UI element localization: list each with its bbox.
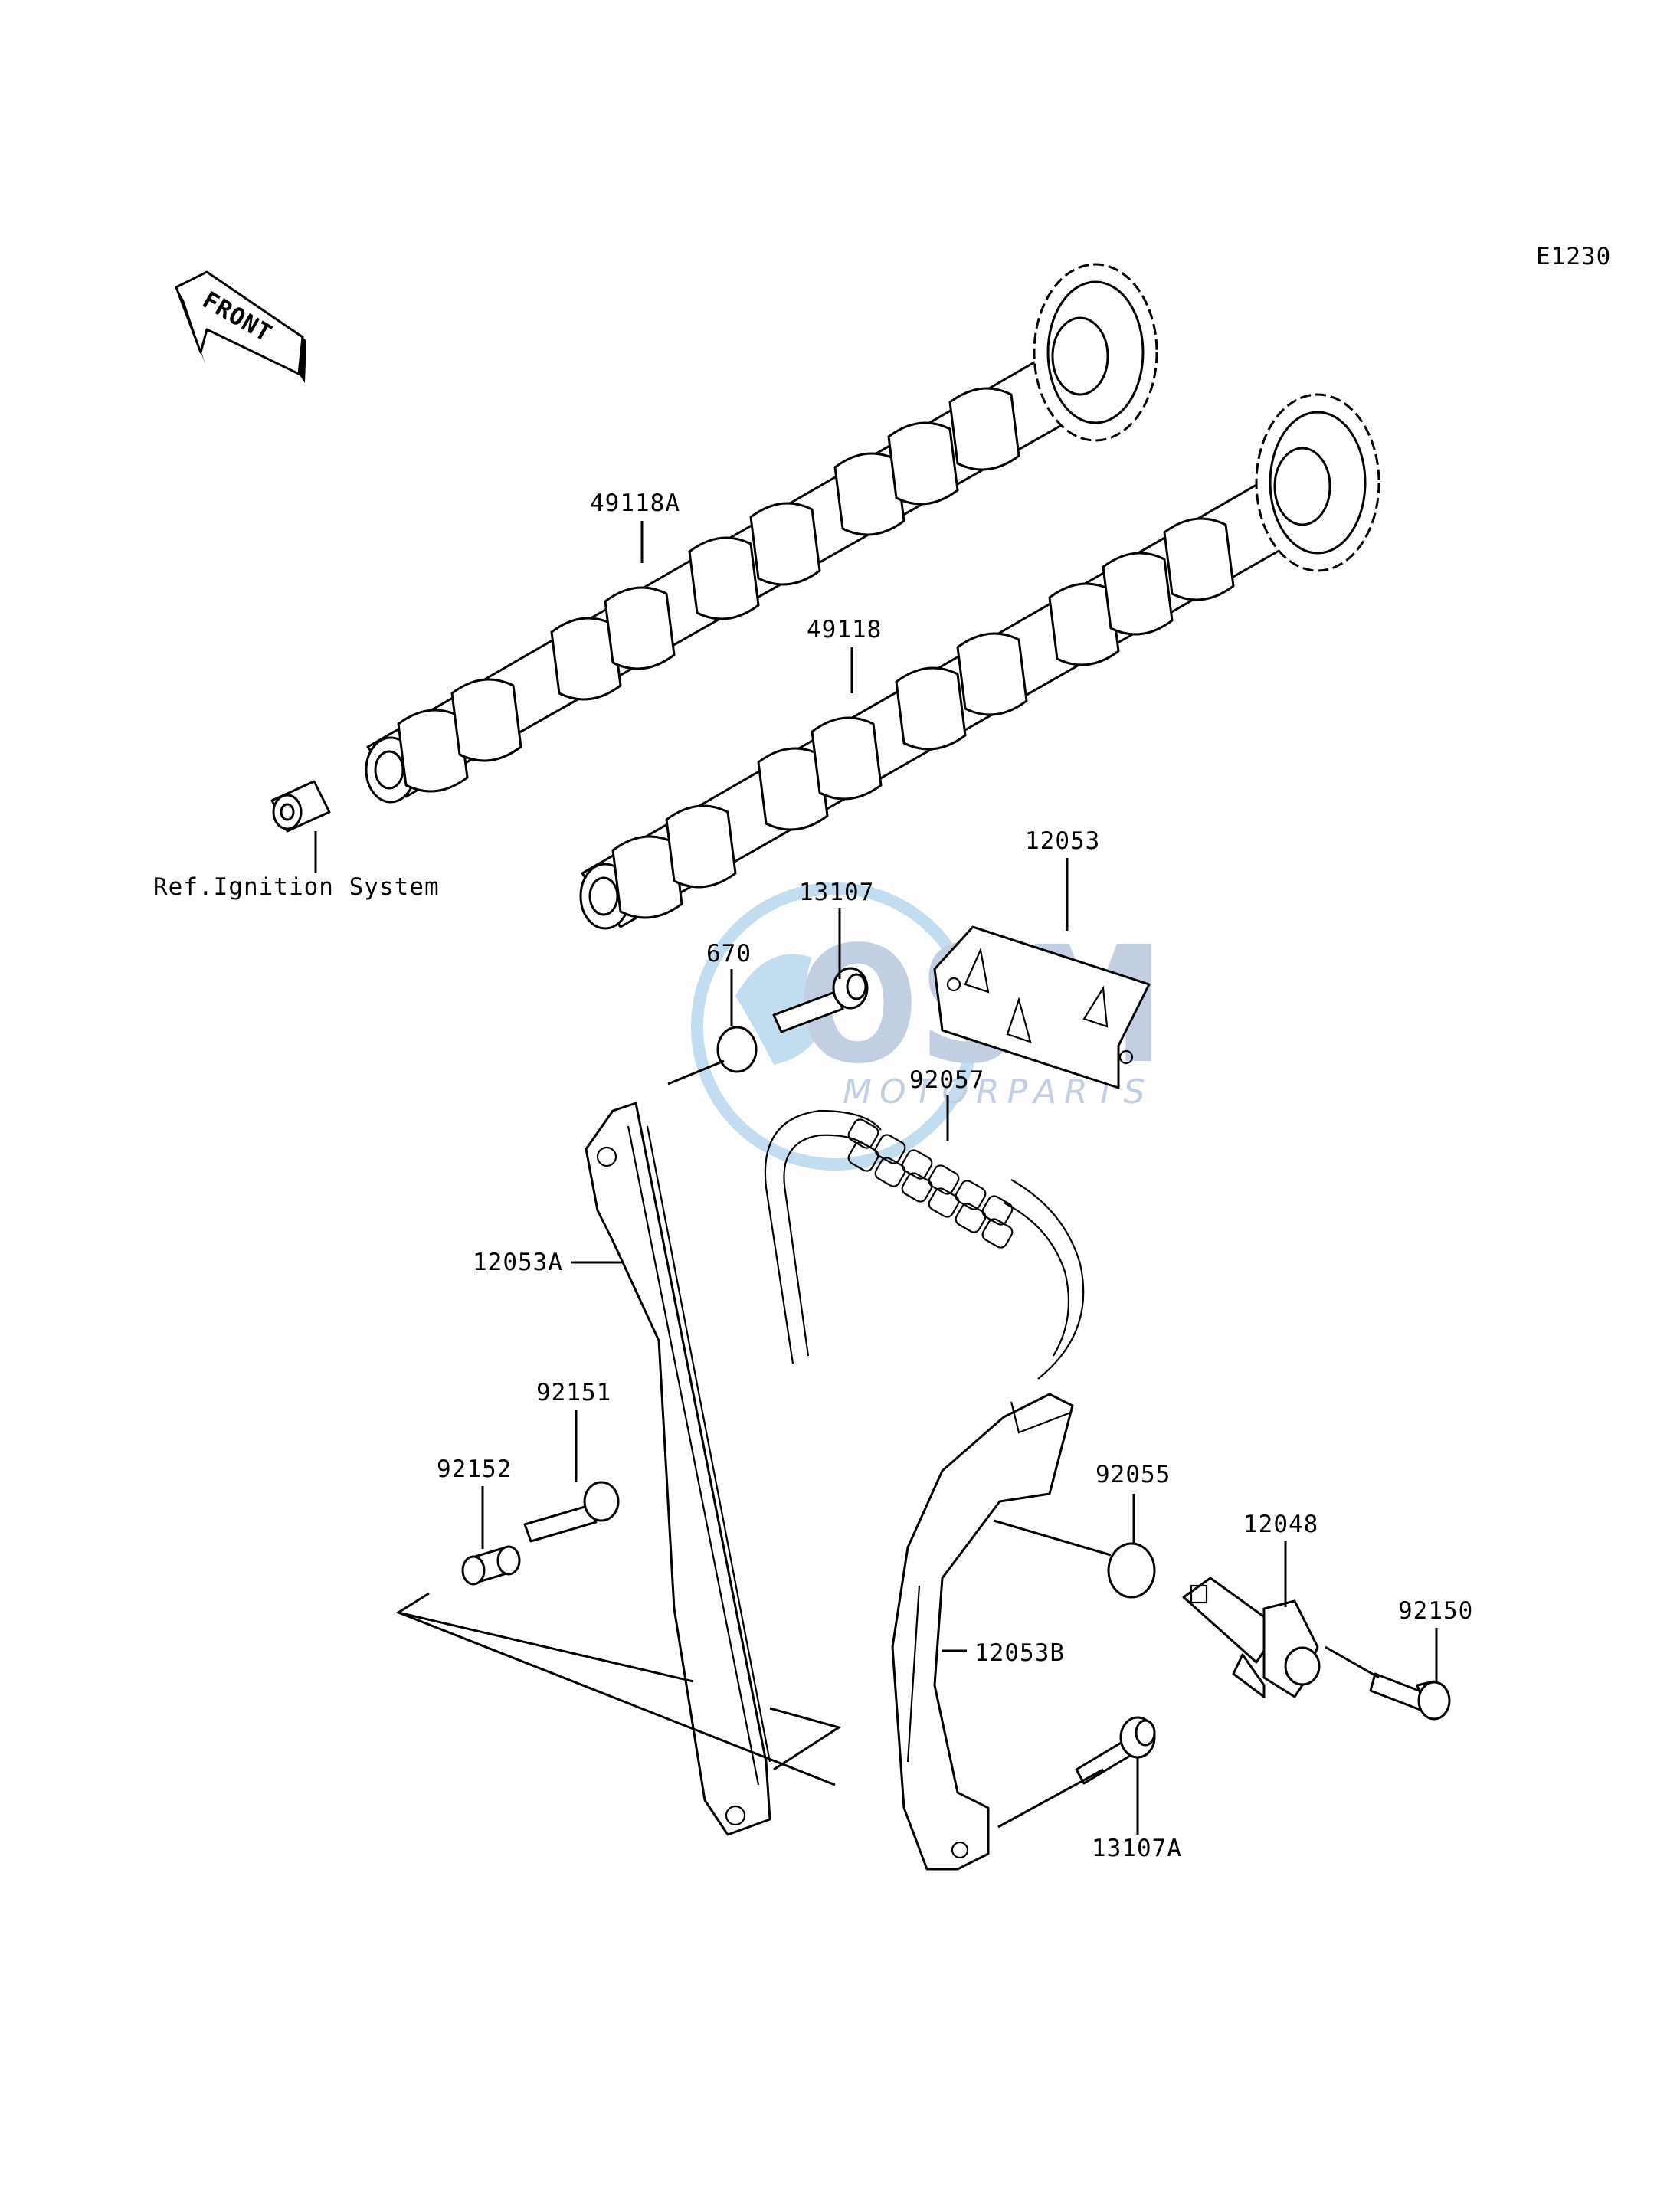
camshaft-49118 [579,393,1380,930]
label-49118: 49118 [807,616,882,643]
chain-guide-12053a [585,1102,771,1836]
leader-lines [395,521,1438,1835]
label-13107: 13107 [799,879,874,906]
front-arrow-icon: FRONT [175,270,306,383]
label-13107a: 13107A [1092,1835,1182,1862]
label-49118a: 49118A [590,489,680,517]
label-12053a: 12053A [473,1249,563,1276]
timing-chain-92057 [764,1109,1085,1380]
part-labels: 49118A 49118 12053 13107 670 92057 12053… [437,489,1473,1862]
collar-92152 [461,1545,521,1586]
o-ring-92055 [1107,1542,1156,1599]
label-92151: 92151 [536,1379,611,1406]
ignition-rotor-part [270,780,331,873]
label-12048: 12048 [1243,1511,1318,1538]
label-92057: 92057 [909,1066,984,1094]
diagram-code: E1230 [1536,243,1611,270]
reference-label: Ref.Ignition System [153,873,440,901]
label-670: 670 [706,940,752,968]
label-12053b: 12053B [974,1639,1065,1667]
bolt-92150 [1369,1672,1451,1721]
label-12053: 12053 [1025,827,1100,855]
o-ring-670 [716,1026,758,1073]
label-92055: 92055 [1095,1461,1171,1488]
tensioner-12048 [1182,1577,1321,1698]
chain-guide-12053 [933,925,1151,1089]
bolt-13107 [772,967,869,1033]
camshaft-49118a [365,263,1158,804]
label-92152: 92152 [437,1455,512,1483]
chain-guide-12053b [891,1393,1074,1871]
bolt-92151 [523,1481,620,1543]
bolt-13107a [1075,1716,1156,1785]
label-92150: 92150 [1398,1597,1473,1625]
